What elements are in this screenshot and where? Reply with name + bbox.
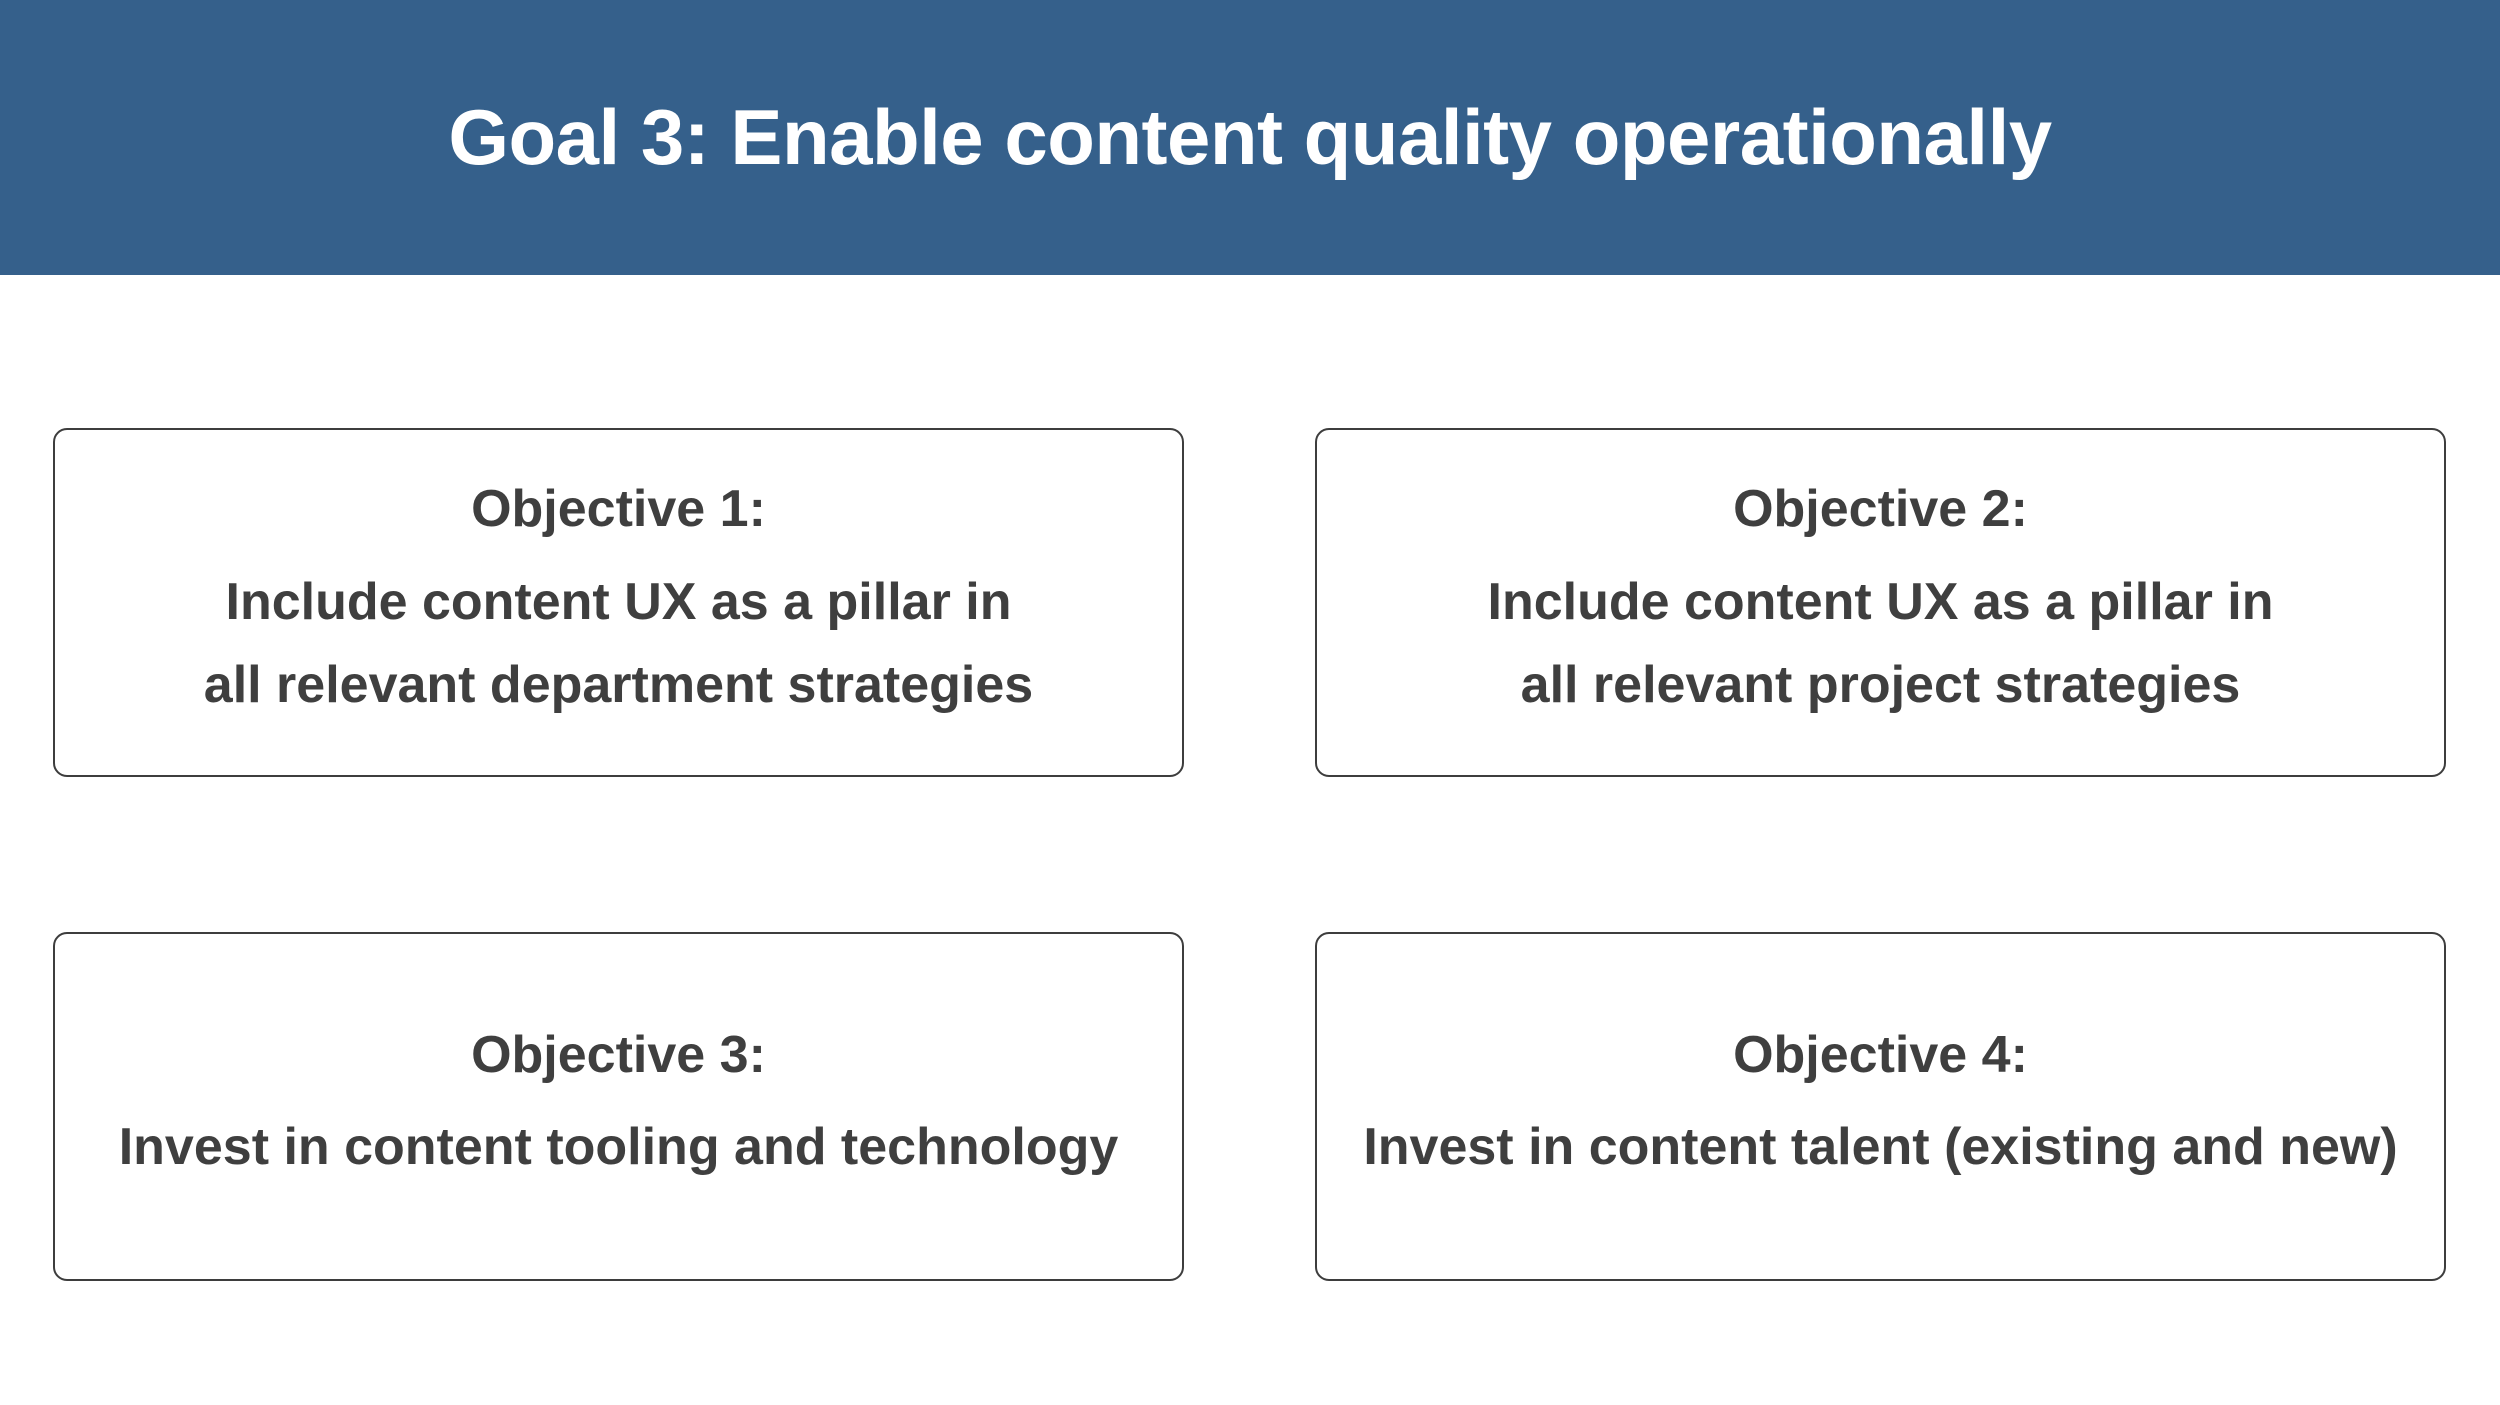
objective-title: Objective 2: — [1733, 480, 2028, 539]
objective-title: Objective 4: — [1733, 1025, 2028, 1084]
page-title: Goal 3: Enable content quality operation… — [448, 93, 2052, 181]
objective-title: Objective 3: — [471, 1025, 766, 1084]
objective-card-1: Objective 1: Include content UX as a pil… — [53, 428, 1184, 777]
objective-text-line: all relevant project strategies — [1520, 655, 2241, 714]
objective-card-3: Objective 3: Invest in content tooling a… — [53, 932, 1184, 1281]
objective-title: Objective 1: — [471, 480, 766, 539]
header-banner: Goal 3: Enable content quality operation… — [0, 0, 2500, 275]
objective-text-line: Include content UX as a pillar in — [225, 572, 1012, 631]
objective-text-line: Invest in content tooling and technology — [118, 1118, 1119, 1177]
objective-text-line: Include content UX as a pillar in — [1487, 572, 2274, 631]
objective-text-line: Invest in content talent (existing and n… — [1363, 1118, 2398, 1177]
objective-text-line: all relevant department strategies — [203, 655, 1034, 714]
objective-card-4: Objective 4: Invest in content talent (e… — [1315, 932, 2446, 1281]
objective-card-2: Objective 2: Include content UX as a pil… — [1315, 428, 2446, 777]
